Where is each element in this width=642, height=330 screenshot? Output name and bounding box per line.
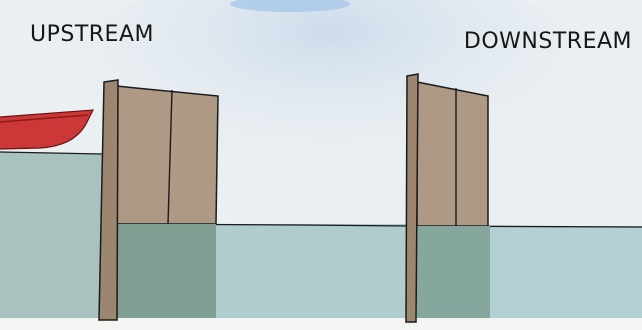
upstream-water [0, 152, 103, 330]
bottom-edge [0, 318, 642, 330]
upstream-gate-submerged [116, 224, 216, 318]
downstream-label: DOWNSTREAM [464, 29, 632, 54]
downstream-gate-submerged [417, 226, 490, 318]
downstream-gate [406, 74, 490, 322]
upstream-gate-upper [116, 86, 218, 224]
upstream-label: UPSTREAM [30, 22, 154, 47]
downstream-gate-upper [417, 82, 488, 226]
upstream-gate [99, 80, 218, 320]
downstream-post [406, 74, 418, 322]
